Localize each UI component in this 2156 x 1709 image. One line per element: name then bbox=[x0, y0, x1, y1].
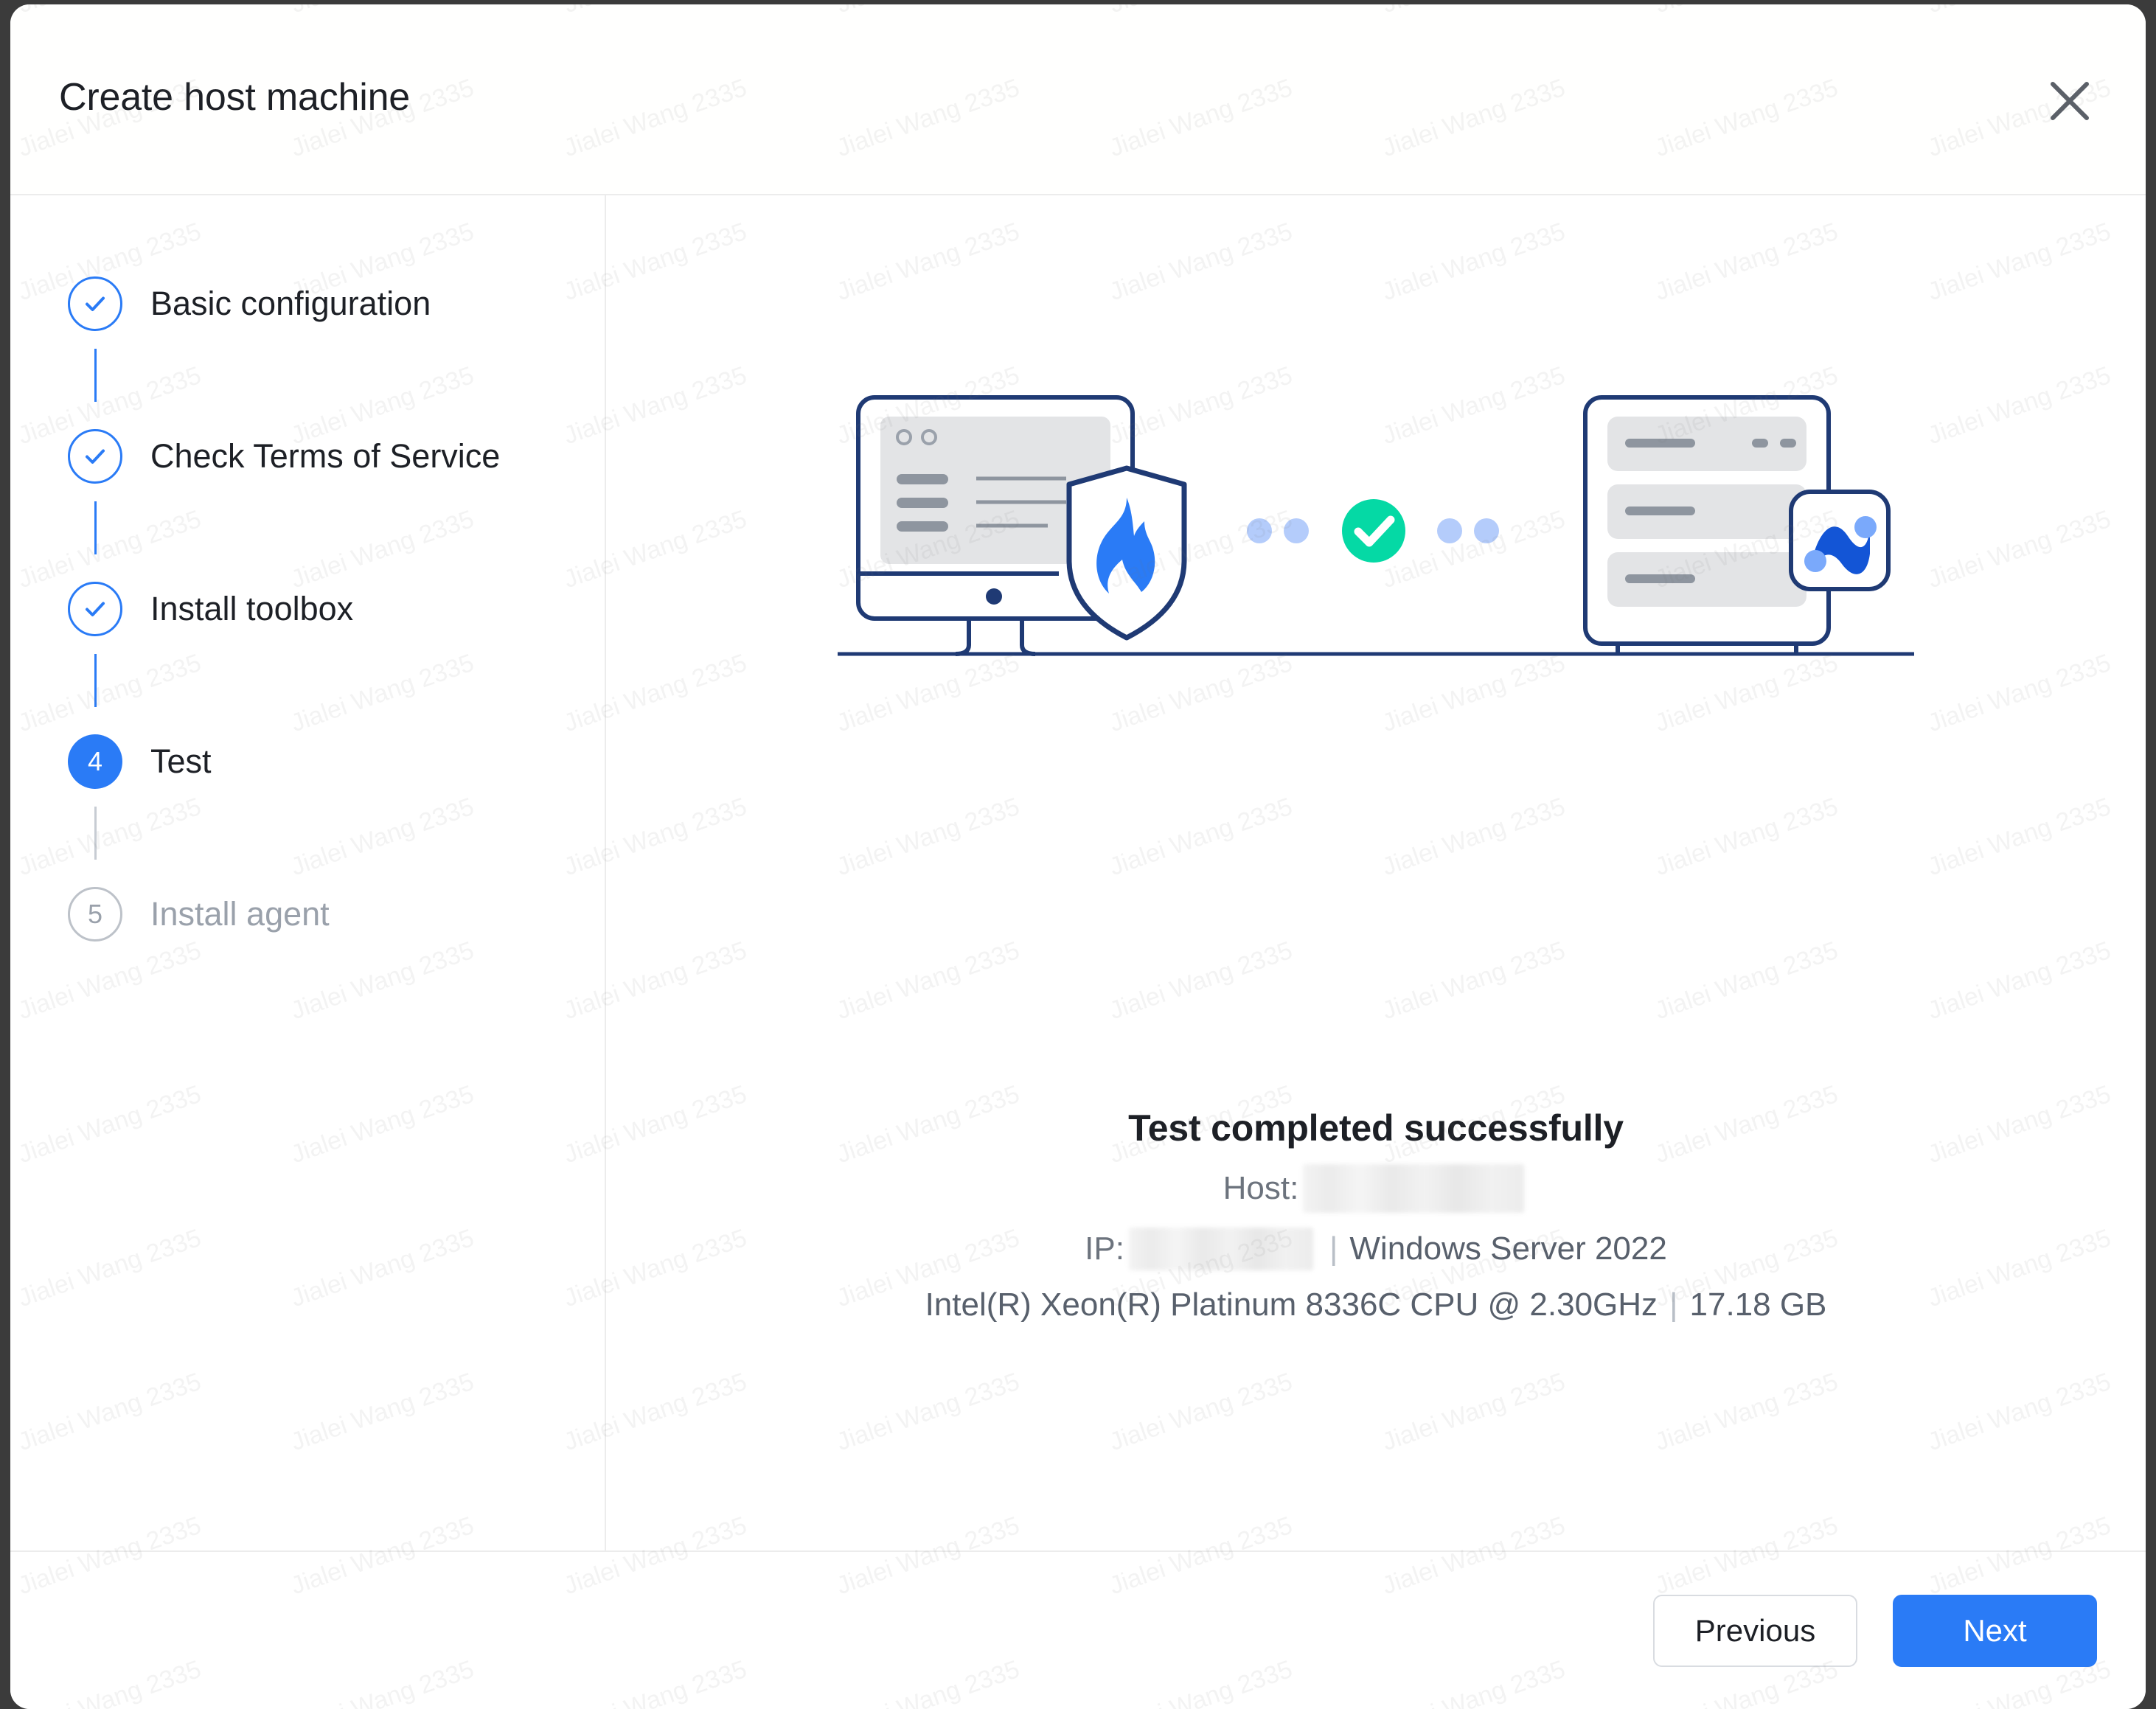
connection-dot bbox=[1474, 518, 1499, 543]
step-number-badge: 5 bbox=[68, 887, 122, 941]
ip-value-redacted bbox=[1128, 1228, 1313, 1270]
step-connector-1-2 bbox=[94, 349, 97, 402]
connection-dot bbox=[1247, 518, 1272, 543]
cpu-value: Intel(R) Xeon(R) Platinum 8336C CPU @ 2.… bbox=[925, 1287, 1658, 1323]
step-check-icon bbox=[68, 582, 122, 636]
sidebar-item-check-terms-of-service[interactable]: Check Terms of Service bbox=[10, 420, 605, 493]
check-icon bbox=[86, 602, 105, 616]
sidebar-item-test[interactable]: 4 Test bbox=[10, 725, 605, 798]
sidebar-item-label: Check Terms of Service bbox=[150, 437, 501, 475]
step-check-icon bbox=[68, 429, 122, 484]
dialog-header: Create host machine bbox=[10, 4, 2146, 195]
test-result-panel: Test completed successfully Host: IP: | … bbox=[606, 195, 2146, 1550]
sidebar-item-install-toolbox[interactable]: Install toolbox bbox=[10, 572, 605, 646]
step-navigation: Basic configuration Check Terms of Servi… bbox=[10, 195, 606, 1550]
host-label: Host: bbox=[1223, 1170, 1299, 1206]
previous-button[interactable]: Previous bbox=[1653, 1594, 1857, 1667]
check-icon bbox=[86, 296, 105, 311]
memory-value: 17.18 GB bbox=[1689, 1287, 1827, 1323]
create-host-machine-dialog: Create host machine Basic configuration bbox=[10, 4, 2146, 1709]
result-hardware-line: Intel(R) Xeon(R) Platinum 8336C CPU @ 2.… bbox=[606, 1287, 2146, 1323]
result-ip-line: IP: | Windows Server 2022 bbox=[606, 1228, 2146, 1270]
close-icon-glyph bbox=[2051, 82, 2089, 120]
shield-flame-icon bbox=[1066, 465, 1187, 641]
next-button[interactable]: Next bbox=[1893, 1594, 2097, 1667]
check-icon bbox=[86, 449, 105, 464]
ip-label: IP: bbox=[1085, 1231, 1124, 1267]
host-value-redacted bbox=[1303, 1164, 1525, 1213]
desktop-monitor-icon bbox=[856, 395, 1135, 656]
sidebar-item-label: Install toolbox bbox=[150, 590, 354, 627]
sidebar-item-label: Basic configuration bbox=[150, 285, 431, 322]
sidebar-item-label: Install agent bbox=[150, 895, 330, 933]
step-check-icon bbox=[68, 276, 122, 331]
step-connector-3-4 bbox=[94, 654, 97, 707]
connection-illustration bbox=[606, 394, 2146, 667]
connection-dot bbox=[1284, 518, 1309, 543]
server-rack-icon bbox=[1583, 395, 1831, 654]
result-title: Test completed successfully bbox=[1128, 1107, 1624, 1149]
step-number-badge: 4 bbox=[68, 734, 122, 789]
connection-dot bbox=[1437, 518, 1462, 543]
sidebar-item-install-agent[interactable]: 5 Install agent bbox=[10, 877, 605, 951]
success-check-icon bbox=[1342, 499, 1405, 563]
page-title: Create host machine bbox=[59, 76, 411, 119]
agent-wave-logo-icon bbox=[1789, 490, 1891, 591]
test-result-summary: Test completed successfully Host: IP: | … bbox=[606, 1107, 2146, 1323]
field-separator: | bbox=[1329, 1231, 1338, 1267]
connection-illustration-svg bbox=[838, 395, 1914, 656]
dialog-footer: Previous Next bbox=[10, 1550, 2146, 1709]
dialog-body: Basic configuration Check Terms of Servi… bbox=[10, 195, 2146, 1550]
step-connector-2-3 bbox=[94, 501, 97, 554]
step-connector-4-5 bbox=[94, 807, 97, 860]
sidebar-item-label: Test bbox=[150, 742, 212, 780]
os-value: Windows Server 2022 bbox=[1349, 1231, 1667, 1267]
field-separator: | bbox=[1669, 1287, 1678, 1323]
result-host-line: Host: bbox=[606, 1164, 2146, 1213]
sidebar-item-basic-configuration[interactable]: Basic configuration bbox=[10, 267, 605, 341]
close-icon[interactable] bbox=[2042, 75, 2097, 127]
